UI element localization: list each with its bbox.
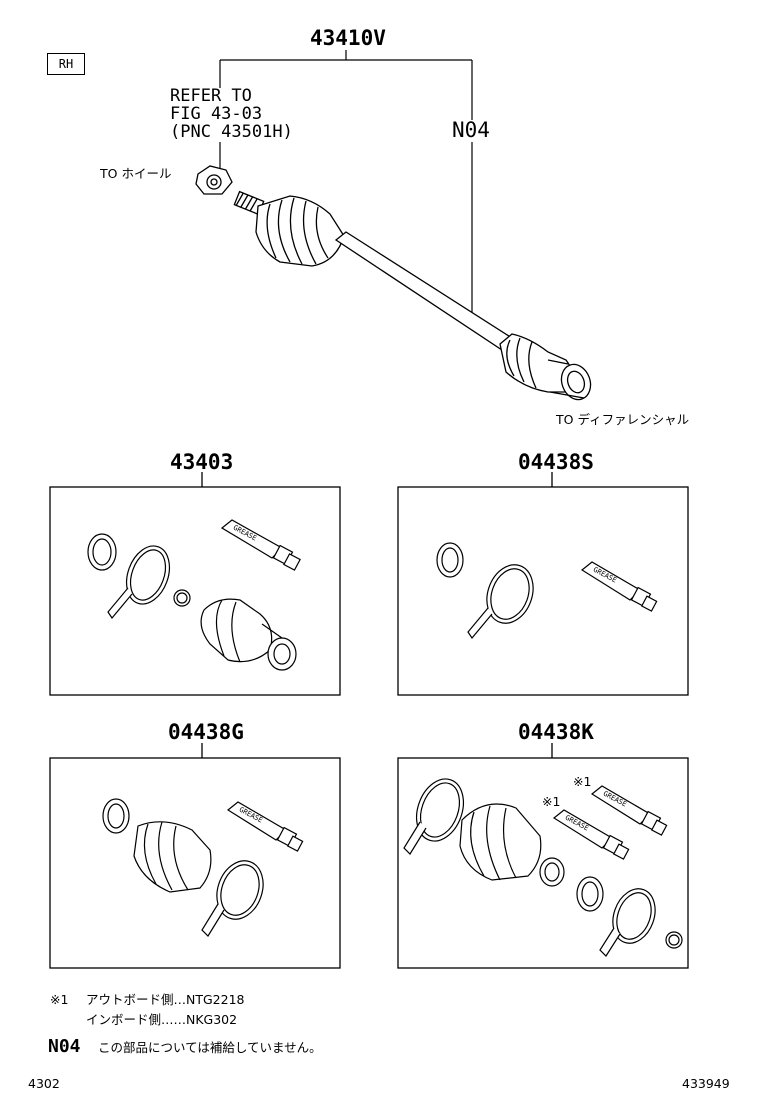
to-differential-label: TO ディファレンシャル: [556, 412, 690, 427]
footnote-mark: ※1: [50, 992, 69, 1007]
refer-line-1: REFER TO: [170, 86, 252, 106]
kit-part-number[interactable]: 04438G: [168, 720, 244, 744]
footnote-n04-text: この部品については補給していません。: [98, 1040, 322, 1055]
illustration-number: 433949: [682, 1076, 730, 1091]
drive-shaft-icon: [233, 190, 592, 401]
footnote-line-1: アウトボード側…NTG2218: [86, 992, 245, 1007]
assembly-leader: [219, 50, 473, 318]
refer-line-2[interactable]: FIG 43-03: [170, 104, 263, 124]
kit-mark: ※1: [542, 794, 561, 809]
note-code: N04: [452, 118, 490, 142]
page-number-left: 4302: [28, 1076, 60, 1091]
kit-box-frames: [49, 472, 689, 969]
footnote-n04-code: N04: [48, 1036, 81, 1057]
footnote-line-2: インボード側……NKG302: [86, 1012, 238, 1027]
kit-mark: ※1: [573, 774, 592, 789]
kit-04438G-parts: [102, 798, 304, 937]
kit-43403-parts: [87, 519, 301, 671]
kit-part-number[interactable]: 43403: [170, 450, 234, 474]
to-wheel-label: TO ホイール: [100, 166, 172, 181]
nut-icon: [195, 165, 233, 195]
side-tag: RH: [47, 53, 85, 75]
refer-line-3: (PNC 43501H): [170, 122, 293, 142]
kit-04438S-parts: [436, 542, 658, 640]
kit-04438K-parts: [403, 778, 683, 957]
kit-part-number[interactable]: 04438K: [518, 720, 594, 744]
kit-part-number[interactable]: 04438S: [518, 450, 594, 474]
assembly-part-number[interactable]: 43410V: [310, 26, 386, 50]
